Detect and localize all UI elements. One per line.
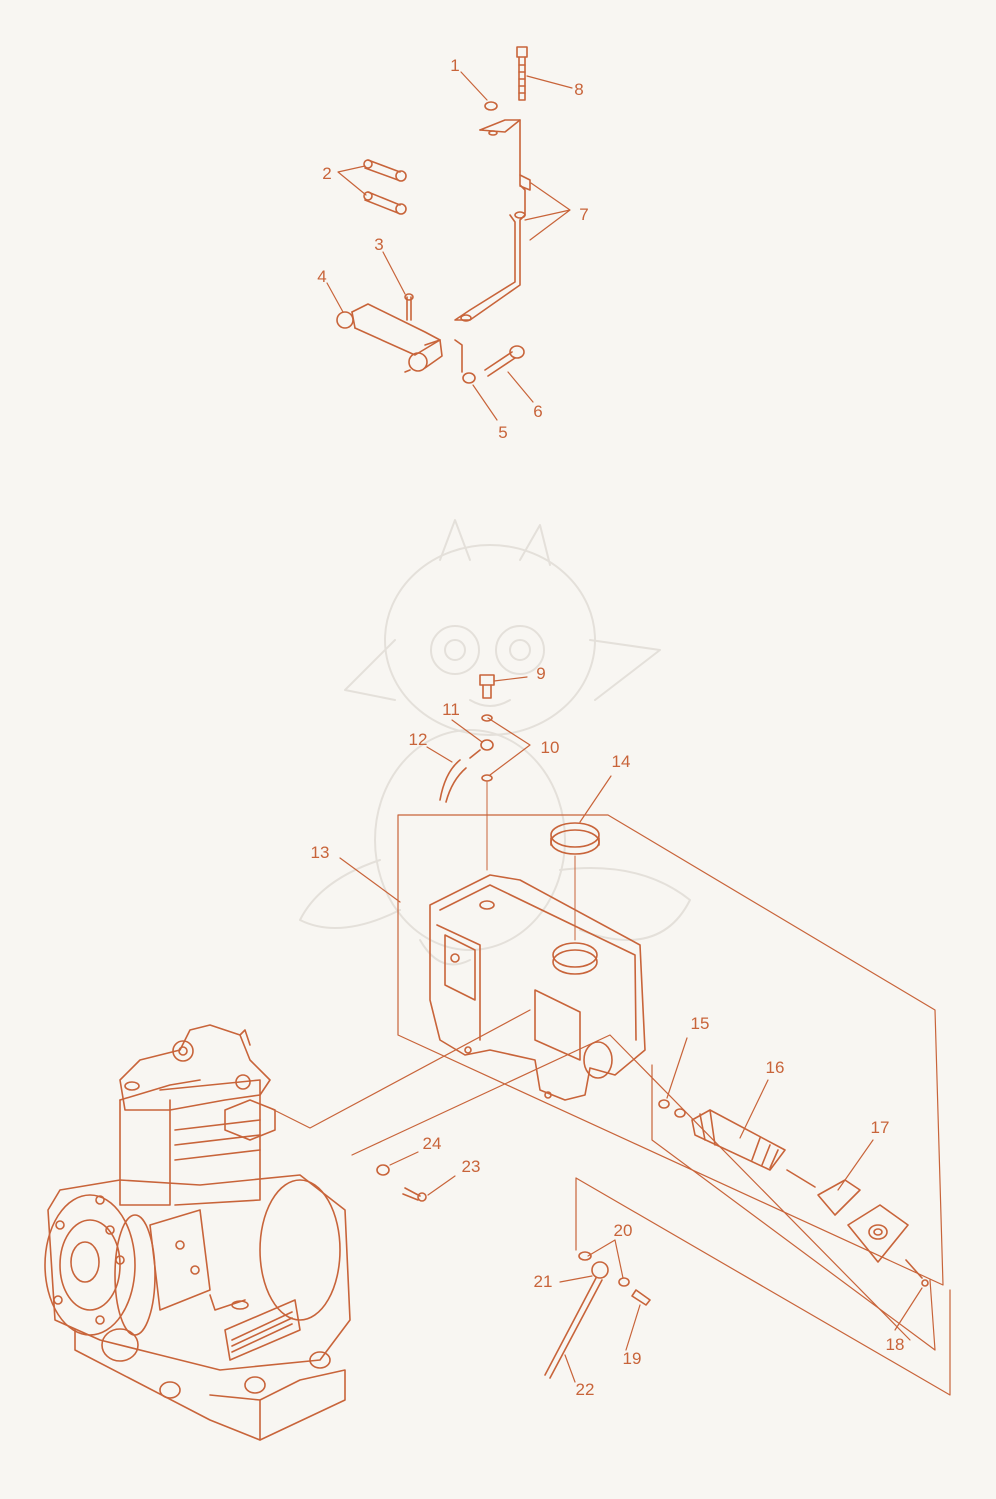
cover-plate	[847, 1204, 909, 1263]
callout-8: 8	[574, 80, 583, 99]
bolt-9	[479, 674, 495, 686]
callout-5: 5	[498, 423, 507, 442]
callout-19: 19	[623, 1349, 642, 1368]
engine-to-tank-leader	[269, 1009, 531, 1129]
pin-2a	[364, 159, 401, 181]
banjo-11	[480, 739, 494, 751]
dragon-watermark	[299, 519, 691, 966]
callout-20: 20	[614, 1221, 633, 1240]
filter-element-16	[691, 1109, 786, 1171]
drain-assembly	[544, 1177, 951, 1396]
bracket-assembly	[336, 46, 531, 384]
callout-7: 7	[579, 205, 588, 224]
callout-18: 18	[886, 1335, 905, 1354]
callout-3: 3	[374, 235, 383, 254]
washer-24	[376, 1164, 390, 1176]
callout-13: 13	[311, 843, 330, 862]
oring-15	[658, 1099, 670, 1109]
washer-10b	[481, 774, 493, 782]
pipe-22	[544, 1277, 603, 1379]
callout-17: 17	[871, 1118, 890, 1137]
arm-bushing-4	[336, 311, 354, 329]
tank-body-13	[429, 874, 646, 1101]
callout-23: 23	[462, 1157, 481, 1176]
callout-10: 10	[541, 738, 560, 757]
assembly-frame-13	[397, 814, 944, 1351]
pin-2b	[364, 191, 401, 214]
bracket-7	[454, 119, 526, 321]
callout-24: 24	[423, 1134, 442, 1153]
washer-5	[462, 372, 476, 384]
screw-18	[905, 1259, 923, 1279]
callout-11: 11	[442, 700, 460, 719]
hose-12	[439, 759, 467, 803]
callout-9: 9	[536, 664, 545, 683]
fasteners-23-24	[351, 1034, 911, 1341]
washer-20b	[618, 1277, 630, 1287]
oil-tank	[429, 674, 646, 1101]
screw-23	[402, 1187, 421, 1201]
bolt-head-8	[516, 46, 528, 58]
callout-4: 4	[317, 267, 326, 286]
callout-6: 6	[533, 402, 542, 421]
oil-filter	[658, 1099, 929, 1287]
gasket-17	[817, 1179, 861, 1216]
callout-2: 2	[322, 164, 331, 183]
engine	[44, 1024, 351, 1441]
callout-1: 1	[450, 56, 459, 75]
bolt-19	[631, 1289, 651, 1306]
washer-10a	[481, 714, 493, 722]
banjo-21	[591, 1261, 609, 1279]
washer-20a	[578, 1251, 592, 1261]
screw-3	[406, 296, 412, 321]
bolt-6	[484, 351, 516, 377]
washer-1	[484, 101, 498, 111]
callout-leaders-top	[326, 71, 573, 421]
callout-14: 14	[612, 752, 631, 771]
callout-15: 15	[691, 1014, 710, 1033]
filler-cap-14	[550, 822, 600, 848]
callout-21: 21	[534, 1272, 553, 1291]
callout-12: 12	[409, 730, 428, 749]
callout-22: 22	[576, 1380, 595, 1399]
callout-leaders-bottom	[339, 676, 923, 1383]
callout-labels: 1 2 3 4 5 6 7 8 9 10 11 12 13 14 15 16 1…	[311, 56, 905, 1399]
callout-16: 16	[766, 1058, 785, 1077]
